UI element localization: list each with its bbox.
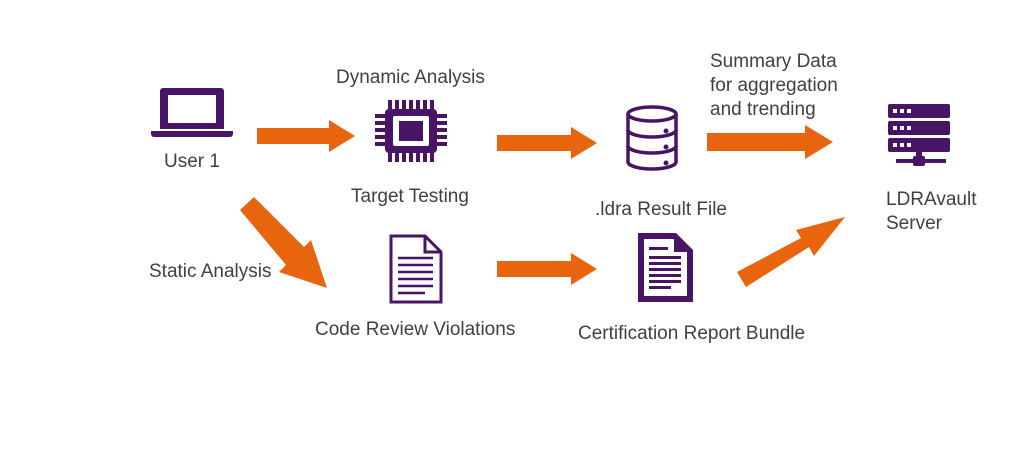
node-label-code-review: Code Review Violations [315,319,516,340]
edge-label-static-analysis: Static Analysis [149,261,272,282]
node-label-certification-report: Certification Report Bundle [578,323,806,344]
node-label-result-file: .ldra Result File [595,199,727,220]
edge-label-dynamic-analysis: Dynamic Analysis [336,67,485,88]
arrows-layer [240,120,845,288]
node-label-ldravault-server: LDRAvault Server [886,189,977,234]
arrow-code-to-cert [497,253,597,285]
arrow-result-to-server [707,125,833,159]
report-document-icon [638,233,693,302]
node-label-user: User 1 [164,151,220,172]
arrow-target-to-result [497,127,597,159]
arrow-user-to-target [257,120,355,152]
chip-icon [375,100,447,162]
laptop-icon [151,88,233,137]
arrow-cert-to-server [737,217,845,287]
server-icon [888,104,950,166]
node-label-target-testing: Target Testing [351,186,469,207]
arrow-user-to-code [240,197,327,288]
document-icon [389,234,443,304]
database-icon [626,105,678,171]
edge-label-summary-data: Summary Data for aggregation and trendin… [710,51,838,120]
